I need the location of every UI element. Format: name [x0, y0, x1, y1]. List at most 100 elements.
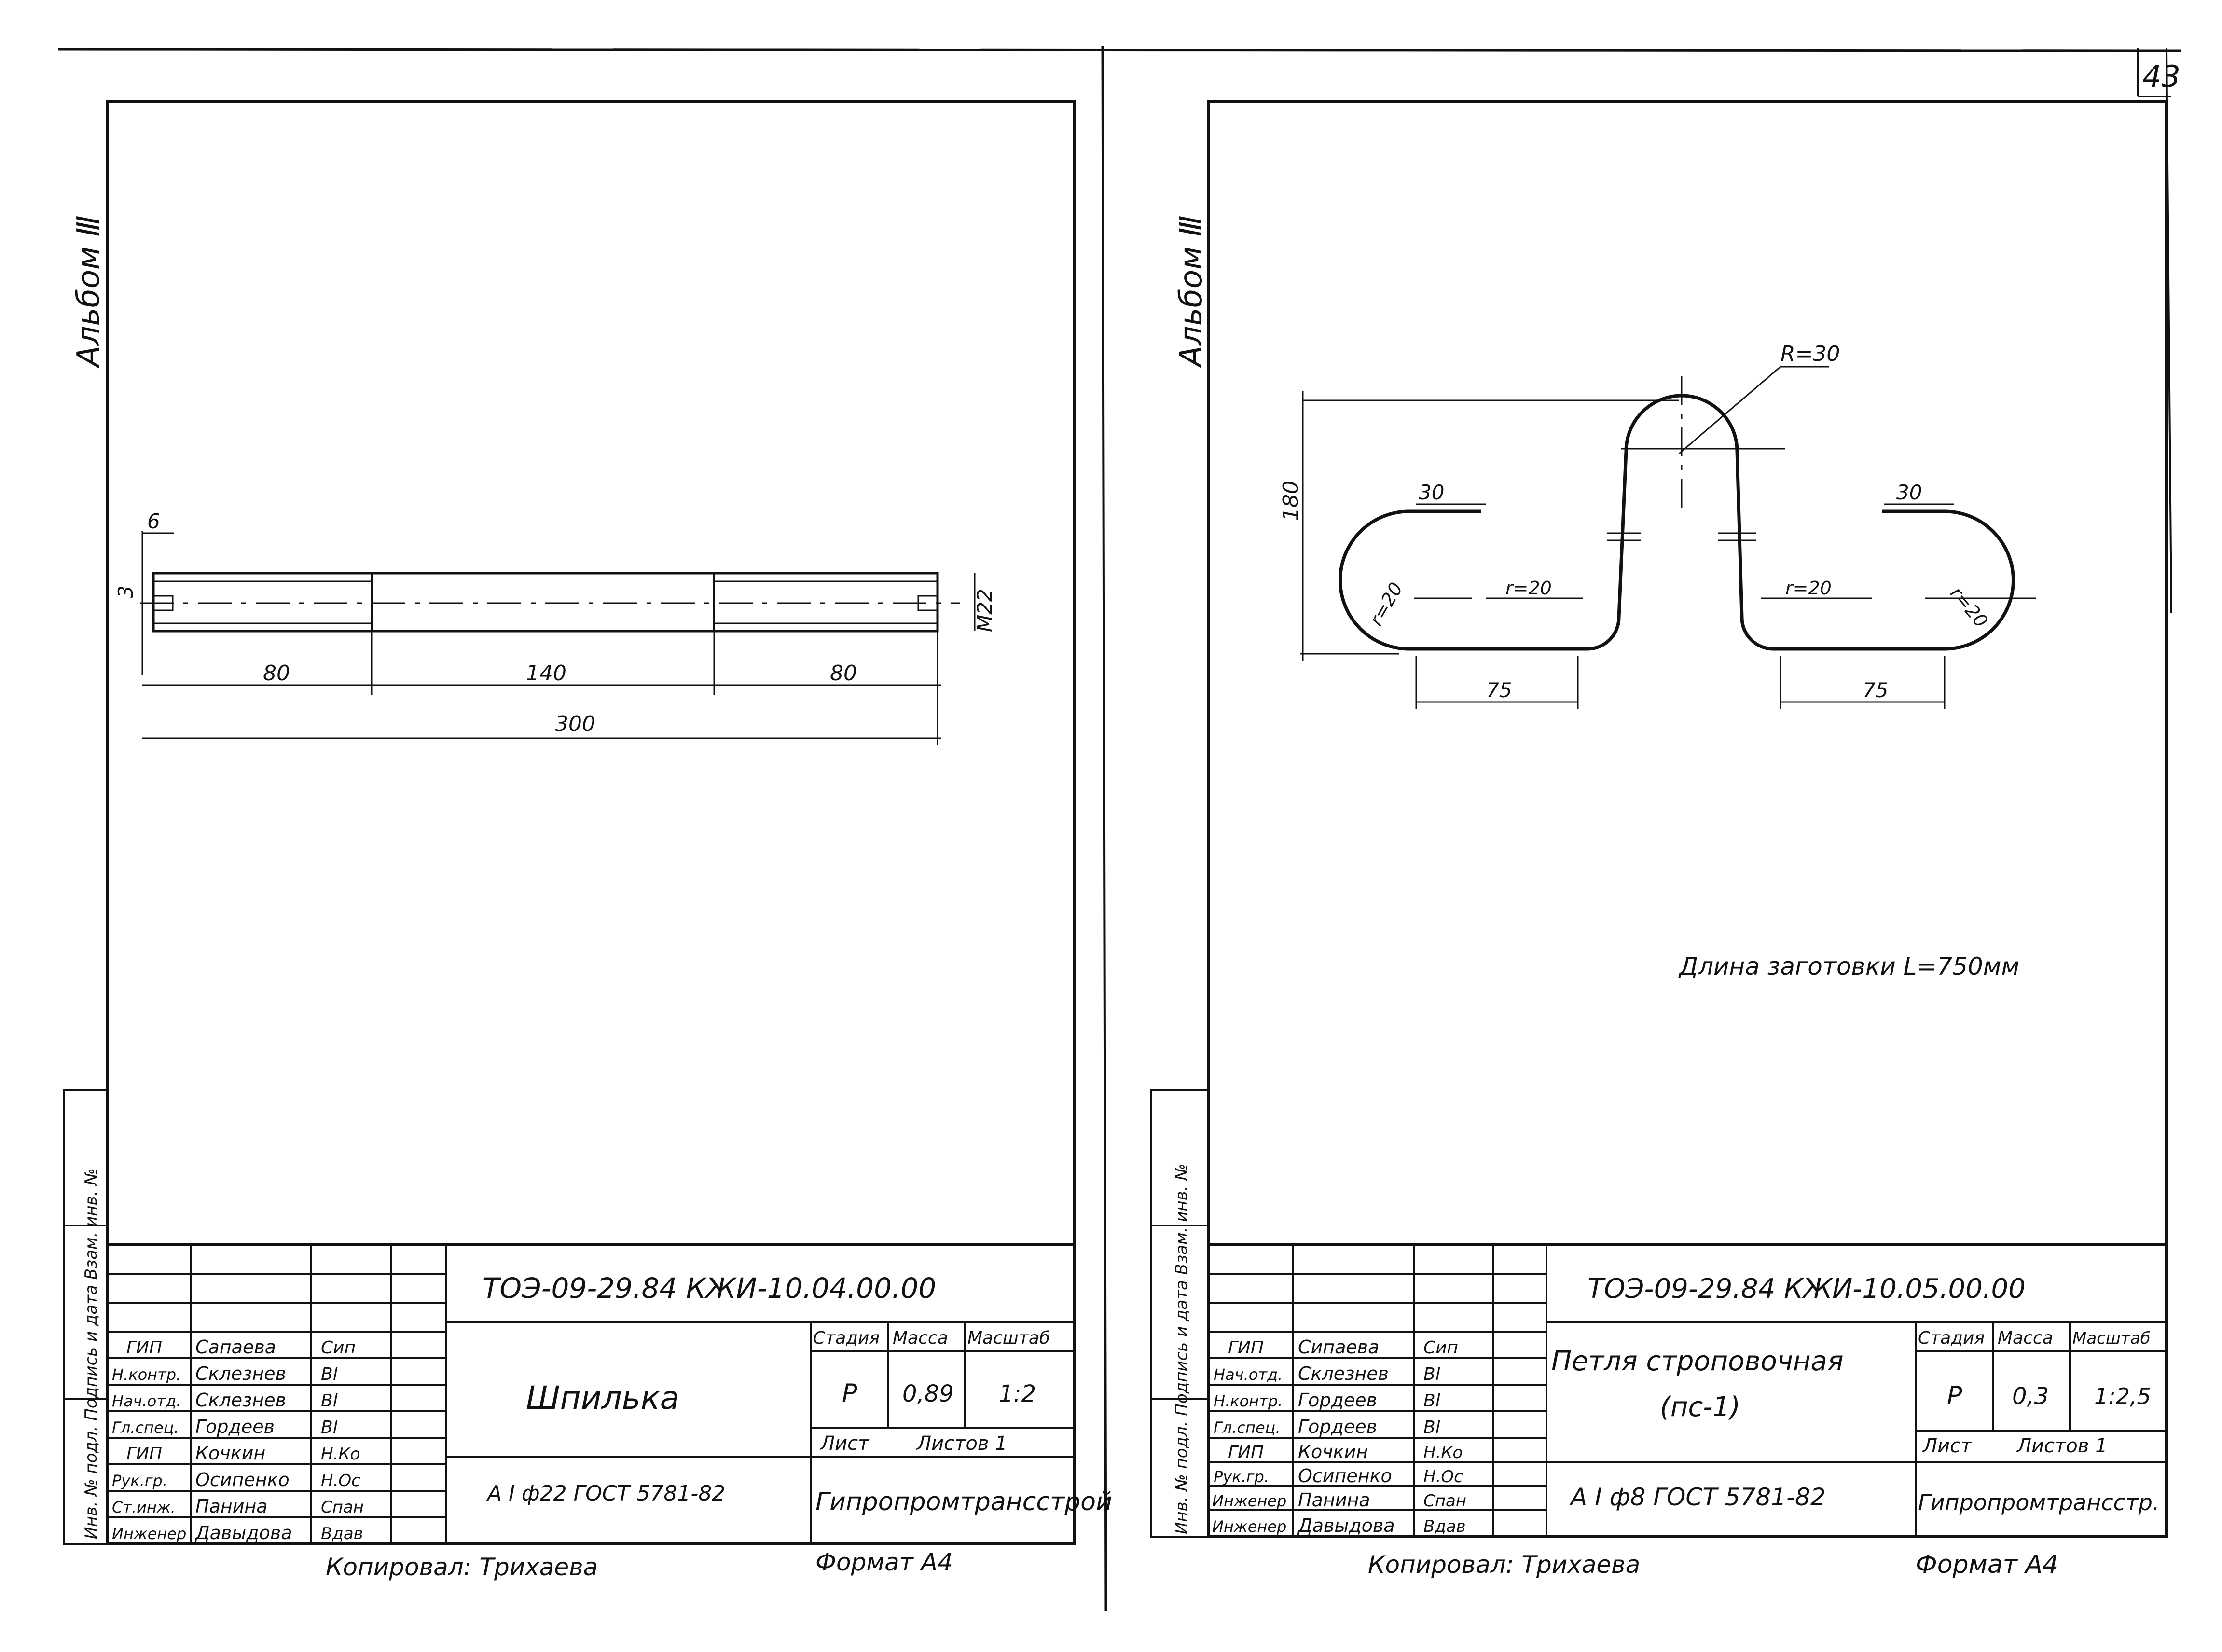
left-sig-role: Инженер	[112, 1525, 186, 1543]
right-sig-role: Гл.спец.	[1214, 1418, 1281, 1437]
right-sig-sign: Спан	[1423, 1491, 1466, 1511]
right-sig-role: ГИП	[1228, 1443, 1264, 1462]
top-rule	[57, 48, 2181, 52]
right-header-sheet: Лист	[1922, 1435, 1973, 1457]
left-header-sheets: Листов 1	[916, 1432, 1007, 1455]
left-sig-name: Осипенко	[195, 1469, 290, 1490]
left-value-mass: 0,89	[902, 1380, 954, 1407]
right-value-mass: 0,3	[2012, 1383, 2049, 1410]
dim-75-left: 75	[1486, 678, 1512, 702]
left-sig-sign: Bl	[321, 1364, 338, 1384]
right-sig-sign: Н.Ко	[1423, 1443, 1463, 1462]
dim-r20-2: r=20	[1505, 578, 1552, 599]
left-header-scale: Масштаб	[967, 1328, 1050, 1348]
left-album-label: Альбом Ⅲ	[71, 215, 107, 369]
right-header-mass: Масса	[1998, 1328, 2053, 1348]
left-sig-name: Склезнев	[195, 1363, 286, 1384]
left-sig-name: Панина	[195, 1496, 268, 1517]
right-material: А I ф8 ГОСТ 5781-82	[1569, 1483, 1826, 1511]
right-album-label: Альбом Ⅲ	[1173, 215, 1209, 369]
left-sig-role: Ст.инж.	[112, 1498, 176, 1516]
slot-right	[917, 595, 938, 611]
dim-30-left: 30	[1419, 481, 1444, 504]
left-sig-role: ГИП	[126, 1444, 162, 1464]
left-header-mass: Масса	[893, 1328, 948, 1348]
right-signature-rows: ГИП Сипаева Сип Нач.отд. Склезнев Bl Н.к…	[1212, 1336, 1466, 1536]
right-sig-role: Инженер	[1212, 1517, 1286, 1536]
stud-drawing: 6 3 M22 80 140 80 300	[114, 509, 996, 745]
dim-300: 300	[555, 712, 595, 736]
right-sig-name: Давыдова	[1297, 1515, 1395, 1536]
left-sig-sign: Bl	[321, 1391, 338, 1411]
right-sig-sign: Bl	[1423, 1418, 1440, 1437]
right-header-sheets: Листов 1	[2016, 1435, 2108, 1457]
dim-r30: R=30	[1780, 342, 1840, 366]
dim-r20-4: r=20	[1946, 583, 1992, 632]
right-sig-role: Рук.гр.	[1214, 1468, 1269, 1486]
right-header-scale: Масштаб	[2072, 1329, 2151, 1348]
dim-140: 140	[526, 661, 566, 686]
right-header-stage: Стадия	[1918, 1328, 1985, 1348]
left-sig-name: Кочкин	[195, 1443, 265, 1464]
right-side-stamp-text: Инв. № подл. Подпись и дата Взам. инв. №	[1172, 1163, 1191, 1534]
blank-length-note: Длина заготовки L=750мм	[1678, 952, 2019, 980]
dim-3: 3	[114, 585, 138, 598]
dim-80-left: 80	[263, 661, 290, 686]
right-sig-sign: Н.Ос	[1423, 1467, 1463, 1487]
dim-6: 6	[147, 509, 160, 533]
right-sig-name: Осипенко	[1298, 1465, 1392, 1487]
right-value-scale: 1:2,5	[2094, 1383, 2151, 1409]
left-sig-sign: Спан	[321, 1498, 364, 1517]
right-drawing-code: ТОЭ-09-29.84 КЖИ-10.05.00.00	[1587, 1273, 2026, 1305]
right-sig-role: ГИП	[1228, 1338, 1264, 1358]
left-copied-by: Копировал: Трихаева	[326, 1553, 598, 1581]
left-header-sheet: Лист	[819, 1432, 870, 1455]
right-copied-by: Копировал: Трихаева	[1368, 1551, 1640, 1579]
left-sig-name: Сапаева	[195, 1336, 276, 1358]
right-part-name-line1: Петля строповочная	[1551, 1346, 1844, 1377]
center-fold-line	[1101, 45, 1107, 1612]
left-title-block	[106, 1243, 1076, 1545]
right-sig-sign: Вдав	[1423, 1517, 1466, 1536]
dim-80-right: 80	[830, 661, 857, 686]
left-sheet: Альбом Ⅲ Инв. № подл. Подпись и дата Вза…	[63, 100, 1112, 1581]
right-title-block	[1207, 1243, 2168, 1538]
left-sig-role: Н.контр.	[112, 1365, 181, 1384]
right-format: Формат А4	[1916, 1550, 2058, 1579]
right-sig-name: Панина	[1298, 1489, 1370, 1511]
dim-r20-1: r=20	[1366, 579, 1407, 630]
dim-m22: M22	[973, 589, 996, 632]
left-sig-role: Гл.спец.	[112, 1418, 179, 1437]
left-drawing-code: ТОЭ-09-29.84 КЖИ-10.04.00.00	[483, 1272, 936, 1305]
right-sig-name: Гордеев	[1298, 1390, 1377, 1411]
right-sig-role: Н.контр.	[1214, 1392, 1283, 1410]
left-side-stamp-text: Инв. № подл. Подпись и дата Взам. инв. №	[82, 1168, 101, 1539]
left-value-stage: Р	[842, 1379, 857, 1408]
left-sig-role: Нач.отд.	[112, 1392, 181, 1410]
right-sig-name: Кочкин	[1298, 1441, 1368, 1462]
right-sig-role: Нач.отд.	[1214, 1365, 1283, 1384]
right-sheet: Альбом Ⅲ Инв. № подл. Подпись и дата Вза…	[1150, 100, 2168, 1579]
right-sig-name: Склезнев	[1298, 1363, 1389, 1384]
right-sig-sign: Bl	[1423, 1391, 1440, 1411]
left-sig-sign: Н.Ос	[321, 1471, 360, 1490]
dim-30-right: 30	[1896, 481, 1922, 504]
dim-75-right: 75	[1863, 678, 1888, 702]
left-sig-name: Давыдова	[194, 1522, 292, 1543]
page-number: 43	[2142, 59, 2181, 94]
left-sig-sign: Сип	[321, 1338, 356, 1358]
right-organization: Гипропромтрансстр.	[1918, 1489, 2160, 1515]
left-material: А I ф22 ГОСТ 5781-82	[486, 1481, 725, 1506]
right-sig-name: Гордеев	[1298, 1416, 1377, 1437]
dim-180: 180	[1279, 481, 1303, 521]
right-part-name-line2: (пс-1)	[1660, 1391, 1740, 1423]
left-signature-rows: ГИП Сапаева Сип Н.контр. Склезнев Bl Нач…	[112, 1336, 364, 1543]
left-header-stage: Стадия	[813, 1328, 880, 1348]
left-sig-name: Гордеев	[195, 1416, 275, 1437]
loop-outline	[1339, 394, 2015, 651]
left-organization: Гипропромтрансстрой	[815, 1487, 1112, 1516]
left-sig-sign: Bl	[321, 1418, 338, 1437]
left-sheet-frame	[106, 100, 1076, 1545]
left-sig-sign: Н.Ко	[321, 1445, 360, 1464]
